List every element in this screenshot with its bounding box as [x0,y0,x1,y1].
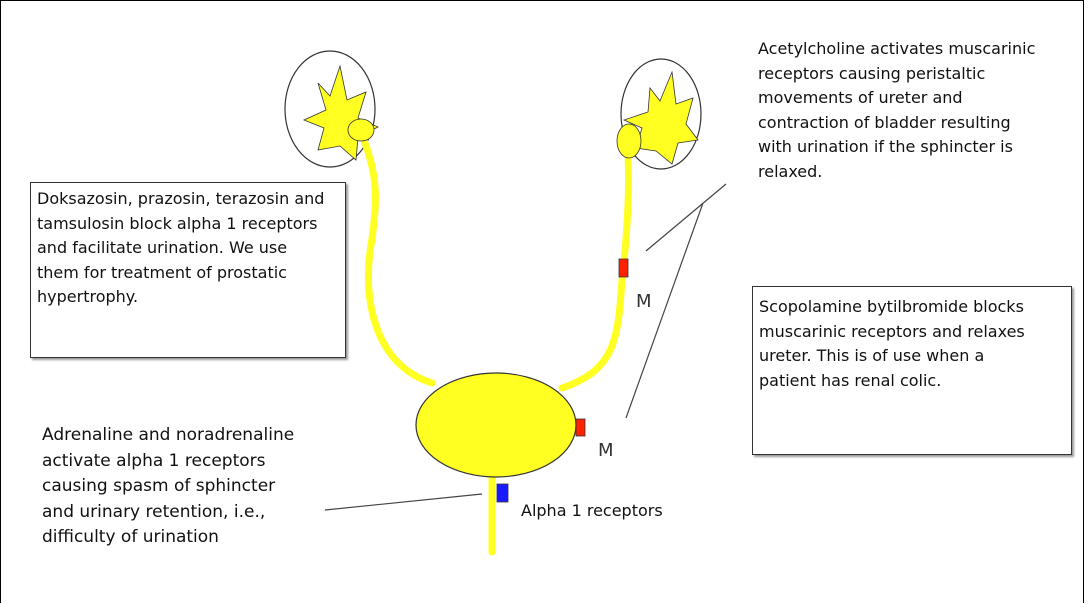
scopolamine-line: muscarinic receptors and relaxes [759,320,1065,345]
alpha-blocker-line: hypertrophy. [37,285,339,310]
acetylcholine-line: movements of ureter and [758,86,1035,111]
acetylcholine-line: contraction of bladder resulting [758,111,1035,136]
leader-line-sphincter [325,494,482,510]
alpha-blocker-line: them for treatment of prostatic [37,261,339,286]
right-ureter [562,155,629,388]
right-kidney-knob [617,124,641,158]
adrenaline-line: activate alpha 1 receptors [42,449,294,475]
left-ureter [362,135,432,383]
acetylcholine-line: Acetylcholine activates muscarinic [758,37,1035,62]
alpha1-receptors-label: Alpha 1 receptors [521,499,663,524]
left-kidney-knob [348,119,374,141]
alpha-blocker-line: and facilitate urination. We use [37,236,339,261]
adrenaline-line: Adrenaline and noradrenaline [42,423,294,449]
acetylcholine-line: relaxed. [758,160,1035,185]
alpha-blocker-line: Doksazosin, prazosin, terazosin and [37,187,339,212]
adrenaline-note: Adrenaline and noradrenaline activate al… [42,423,294,551]
muscarinic-marker-bladder [576,419,585,436]
adrenaline-line: and urinary retention, i.e., [42,500,294,526]
alpha-blocker-line: tamsulosin block alpha 1 receptors [37,212,339,237]
acetylcholine-line: receptors causing peristaltic [758,62,1035,87]
bladder [416,373,576,477]
muscarinic-marker-ureter [619,259,628,277]
acetylcholine-note: Acetylcholine activates muscarinic recep… [758,37,1035,184]
adrenaline-line: causing spasm of sphincter [42,474,294,500]
acetylcholine-line: with urination if the sphincter is [758,135,1035,160]
alpha1-marker-sphincter [497,484,508,502]
alpha-blocker-note: Doksazosin, prazosin, terazosin and tams… [30,182,346,358]
scopolamine-line: Scopolamine bytilbromide blocks [759,295,1065,320]
bladder-muscarinic-label: M [598,440,614,461]
ureter-muscarinic-label: M [636,291,652,312]
leader-line-ureter [646,184,726,251]
adrenaline-line: difficulty of urination [42,525,294,551]
scopolamine-line: ureter. This is of use when a [759,344,1065,369]
scopolamine-line: patient has renal colic. [759,369,1065,394]
scopolamine-note: Scopolamine bytilbromide blocks muscarin… [752,286,1072,455]
